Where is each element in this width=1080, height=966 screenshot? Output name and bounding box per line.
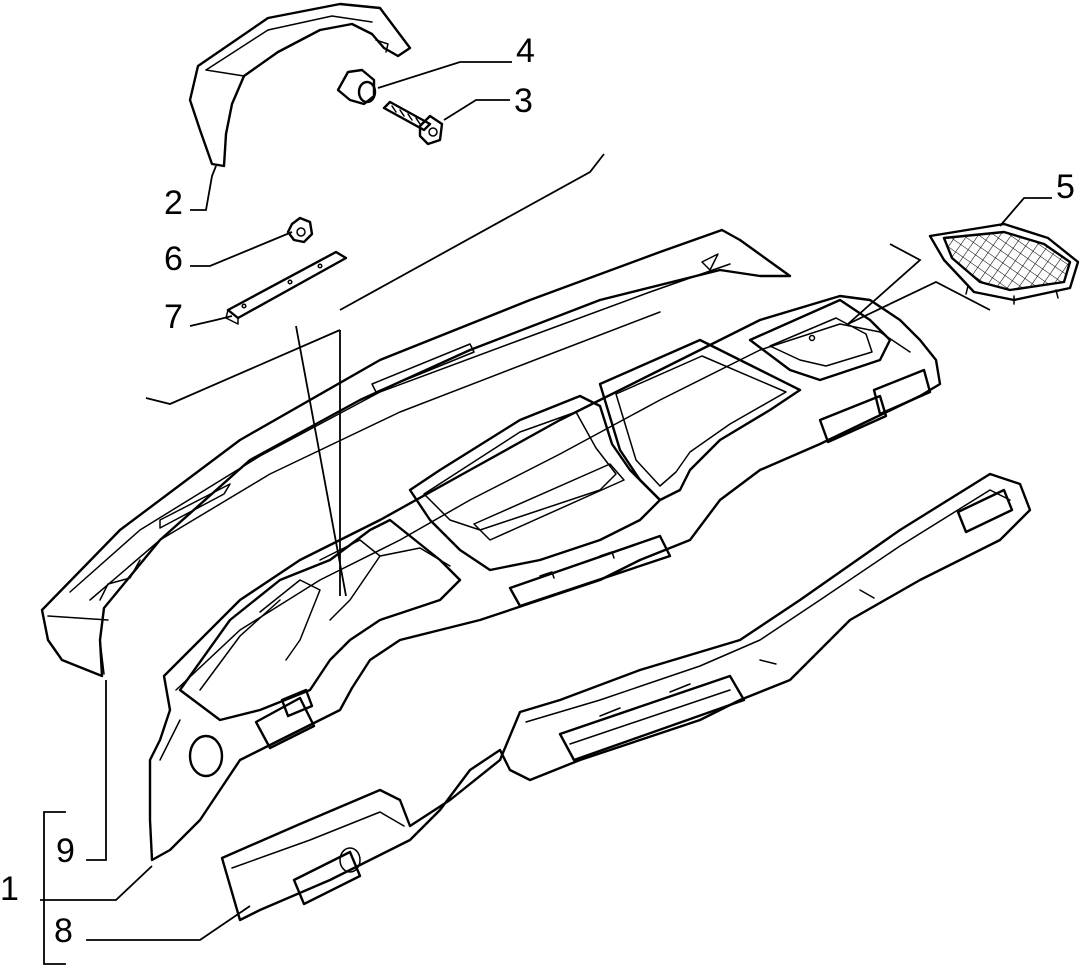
part-4-clip-nut	[336, 68, 377, 106]
callout-3: 3	[514, 82, 533, 120]
leader-lines	[40, 61, 1052, 965]
callout-7: 7	[164, 298, 183, 336]
part-3-screw	[382, 100, 444, 146]
part-8-lower-trim	[220, 472, 1032, 922]
part-7-bracket	[225, 250, 348, 325]
part-2-instrument-hood	[188, 2, 412, 168]
callout-labels: 2 4 3 5 6 7 9 1 8	[0, 32, 1075, 950]
callout-2: 2	[164, 184, 183, 222]
part-9-upper-pad	[40, 228, 792, 678]
part-6-bolt	[286, 216, 314, 244]
callout-1: 1	[0, 870, 19, 908]
reference-lines	[145, 153, 991, 597]
callout-5: 5	[1056, 168, 1075, 206]
part-1-dashboard-body	[148, 294, 942, 862]
callout-4: 4	[516, 32, 535, 70]
callout-9: 9	[56, 832, 75, 870]
callout-8: 8	[54, 912, 73, 950]
callout-6: 6	[164, 240, 183, 278]
